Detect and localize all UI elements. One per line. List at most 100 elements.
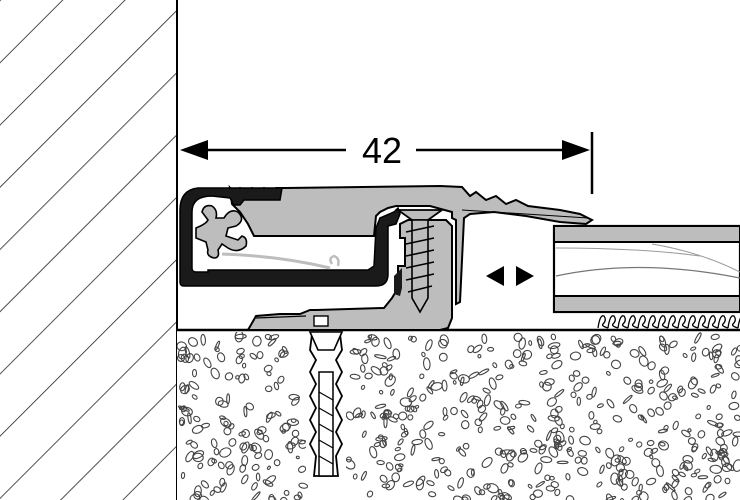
aggregate-stone (620, 483, 628, 491)
aggregate-stone (252, 335, 262, 347)
screw-thread (405, 225, 435, 293)
aggregate-stone (730, 372, 740, 381)
aggregate-stone (734, 359, 740, 369)
aggregate-stone (596, 481, 603, 488)
aggregate-stone (647, 386, 655, 395)
aggregate-stone (584, 343, 596, 349)
aggregate-stone (715, 349, 722, 356)
aggregate-stone (214, 340, 221, 351)
aggregate-stone (288, 393, 300, 401)
aggregate-stone (370, 411, 376, 420)
aggregate-stone (279, 496, 288, 500)
aggregate-stone (507, 425, 516, 431)
aggregate-stone (385, 462, 394, 471)
aggregate-stone (638, 346, 647, 357)
aggregate-stone (450, 406, 458, 416)
aggregate-stone (649, 454, 654, 460)
aggregate-stone (715, 413, 723, 421)
aggregate-stone (690, 346, 697, 351)
aggregate-stone (565, 473, 571, 481)
aggregate-stone (574, 456, 582, 464)
aggregate-stone (697, 388, 706, 394)
aggregate-stone (732, 431, 740, 437)
spring-hook (329, 254, 340, 267)
aggregate-stone (657, 428, 668, 434)
aggregate-stone (440, 466, 448, 474)
aggregate-stone (651, 458, 661, 468)
aggregate-stone (217, 461, 225, 470)
aggregate-stone (431, 457, 441, 462)
aggregate-stone (411, 438, 424, 446)
aggregate-stone (394, 453, 406, 462)
aggregate-stone (634, 379, 643, 389)
aggregate-stone (663, 483, 670, 491)
aggregate-stone (477, 426, 483, 434)
aggregate-stone (345, 411, 355, 421)
aggregate-stone (415, 475, 426, 487)
aggregate-stone (184, 346, 191, 359)
aggregate-stone (364, 372, 373, 380)
aggregate-stone (349, 373, 361, 380)
aggregate-stone (534, 462, 543, 475)
aggregate-stone (360, 384, 366, 390)
aggregate-stone (588, 411, 595, 420)
base-rail-profile (246, 219, 453, 331)
aggregate-stone (545, 429, 552, 442)
aggregate-stone (467, 345, 475, 354)
gripping-arm (195, 204, 248, 259)
aggregate-stone (483, 483, 491, 490)
aggregate-stone (554, 488, 561, 497)
aggregate-stone (177, 405, 190, 412)
aggregate-stone (460, 409, 469, 419)
aggregate-stone (656, 378, 668, 388)
aggregate-stone (352, 407, 362, 419)
aggregate-stone (466, 395, 475, 403)
aggregate-stone (209, 489, 215, 496)
aggregate-stone (488, 377, 497, 390)
aggregate-stone (193, 415, 201, 423)
aggregate-stone (482, 387, 491, 394)
aggregate-stone (374, 403, 387, 409)
aggregate-stone (487, 346, 495, 352)
screw-head (395, 209, 445, 221)
aggregate-stone (254, 452, 263, 460)
aggregate-stone (361, 353, 369, 365)
aggregate-stone (706, 405, 711, 410)
wall (0, 0, 178, 500)
aggregate-stone (177, 341, 188, 352)
aggregate-stone (518, 399, 531, 406)
aggregate-stone (565, 495, 575, 500)
aggregate-stone (352, 473, 358, 480)
aggregate-stone (535, 480, 546, 488)
aggregate-stone (576, 396, 582, 406)
cover-profile-lip-line (461, 209, 589, 219)
aggregate-stone (373, 441, 382, 448)
aggregate-stone (397, 438, 404, 446)
dimension-annotation: 42 (180, 130, 594, 194)
aggregate-stone (606, 398, 615, 409)
aggregate-stone (243, 405, 248, 418)
aggregate-stone (731, 436, 739, 447)
aggregate-stone (360, 470, 367, 481)
aggregate-stone (211, 458, 217, 464)
aggregate-stone (371, 336, 380, 347)
aggregate-stone (477, 404, 487, 414)
aggregate-stone (695, 413, 702, 420)
aggregate-stone (281, 429, 287, 434)
aggregate-stone (234, 332, 244, 343)
aggregate-stone (249, 443, 254, 452)
aggregate-stone (441, 379, 448, 392)
aggregate-stone (391, 472, 401, 483)
aggregate-stone (548, 475, 555, 481)
aggregate-stone (438, 352, 448, 362)
aggregate-stone (256, 429, 263, 436)
arrow-right (516, 266, 534, 286)
concrete-subfloor (177, 328, 740, 500)
aggregate-stone (705, 446, 714, 457)
aggregate-stone (226, 464, 235, 476)
aggregate-stone (241, 441, 250, 454)
aggregate-stone (439, 334, 449, 347)
aggregate-stone (268, 334, 280, 341)
aggregate-stone (291, 429, 300, 438)
aggregate-stone (694, 332, 702, 344)
